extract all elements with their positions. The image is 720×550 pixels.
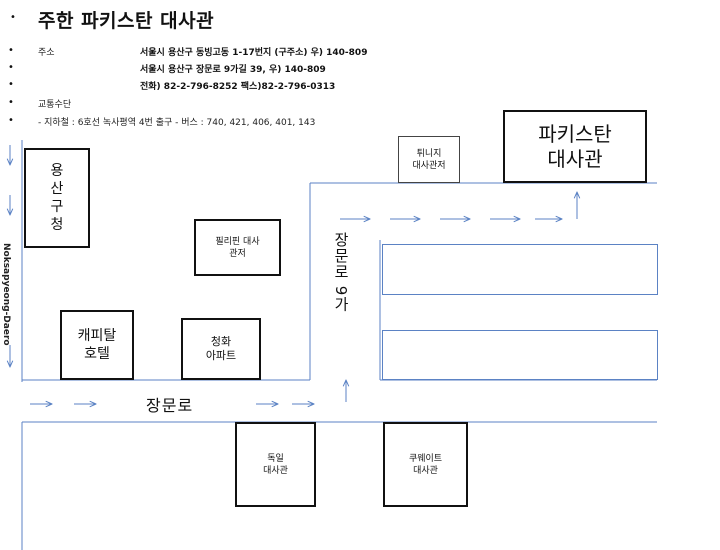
philippine-residence: 필리핀 대사 관저 bbox=[194, 219, 281, 276]
transport-label: 교통수단 bbox=[38, 100, 72, 110]
road-label-side: 장문로 9가 bbox=[332, 232, 350, 313]
address-label: 주소 bbox=[38, 48, 55, 58]
page-title: 주한 파키스탄 대사관 bbox=[38, 10, 215, 32]
tunisia-residence: 튀니지 대사관저 bbox=[398, 136, 460, 183]
yongsan-gu-office: 용 산 구 청 bbox=[24, 148, 90, 248]
bullet: • bbox=[8, 115, 14, 126]
address-line-2: 서울시 용산구 장문로 9가길 39, 우) 140-809 bbox=[140, 65, 326, 75]
bullet: • bbox=[8, 79, 14, 90]
bullet: • bbox=[8, 62, 14, 73]
pakistan-embassy: 파키스탄 대사관 bbox=[503, 110, 647, 183]
bullet: • bbox=[8, 45, 14, 56]
block-right-lower bbox=[382, 330, 658, 380]
capital-hotel: 캐피탈 호텔 bbox=[60, 310, 134, 380]
transport-line: - 지하철 : 6호선 녹사평역 4번 출구 - 버스 : 740, 421, … bbox=[38, 118, 316, 128]
bullet: • bbox=[10, 12, 16, 23]
cheonghwa-apartment: 청화 아파트 bbox=[181, 318, 261, 380]
phone-fax-line: 전화) 82-2-796-8252 팩스)82-2-796-0313 bbox=[140, 82, 336, 92]
road-label-main: 장문로 bbox=[146, 396, 194, 415]
kuwait-embassy: 쿠웨이트 대사관 bbox=[383, 422, 468, 507]
bullet: • bbox=[8, 97, 14, 108]
road-label-left: Noksapyeong-Daero bbox=[1, 243, 11, 346]
address-line-1: 서울시 용산구 동빙고동 1-17번지 (구주소) 우) 140-809 bbox=[140, 48, 368, 58]
germany-embassy: 독일 대사관 bbox=[235, 422, 316, 507]
block-right-upper bbox=[382, 244, 658, 295]
